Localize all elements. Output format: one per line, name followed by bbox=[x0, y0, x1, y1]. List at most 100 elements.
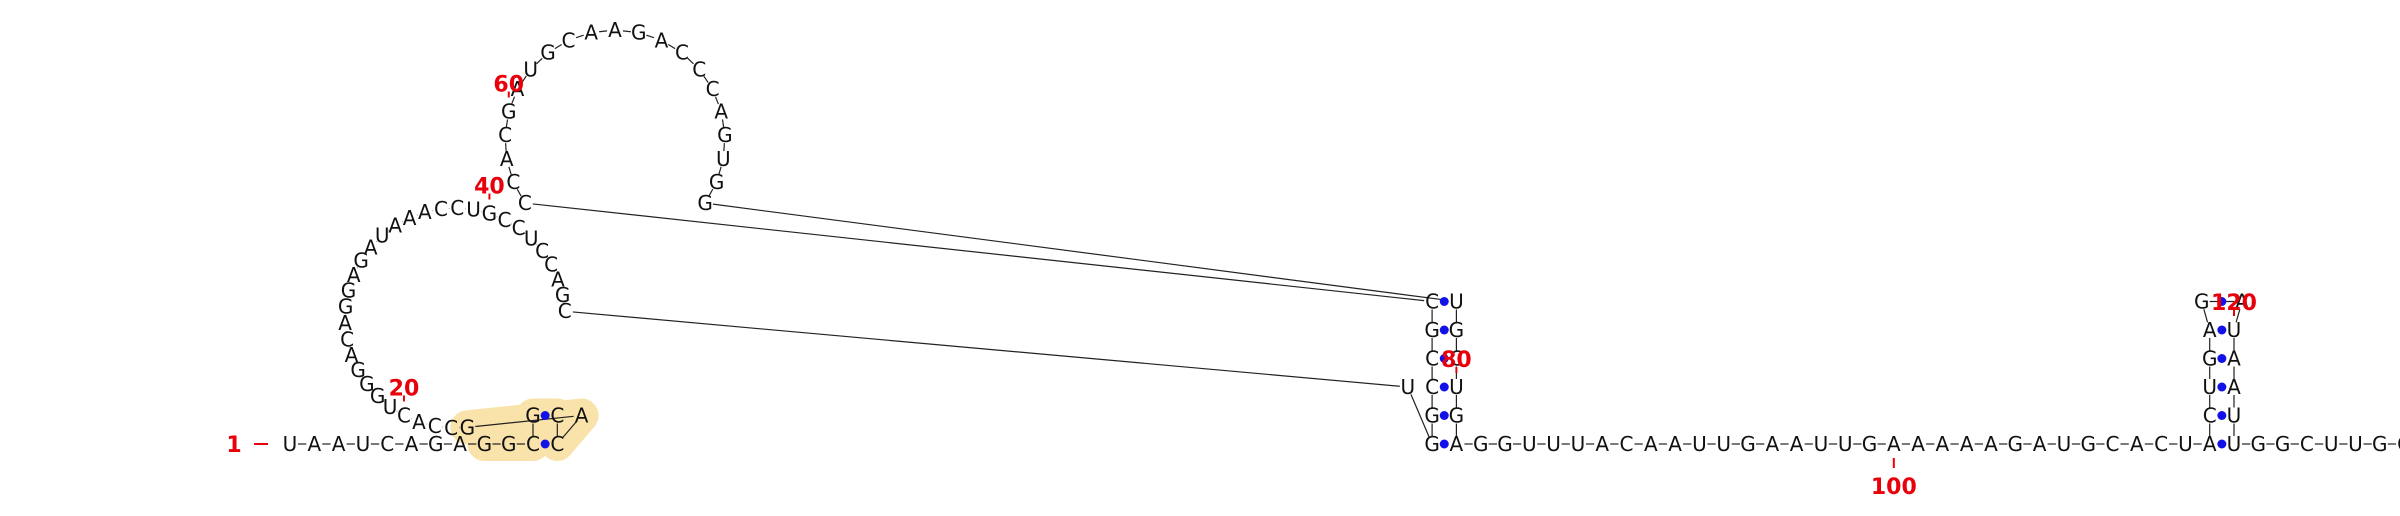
nucleotide: C bbox=[526, 432, 540, 456]
nucleotide: A bbox=[1936, 432, 1950, 456]
nucleotide: G bbox=[370, 384, 386, 408]
base-pair-bond bbox=[1439, 297, 1449, 306]
nucleotide: G bbox=[428, 432, 444, 456]
nucleotide: U bbox=[283, 432, 298, 456]
nucleotide: G bbox=[717, 123, 733, 147]
nucleotide: G bbox=[2194, 290, 2210, 314]
nucleotide: G bbox=[525, 404, 541, 428]
nucleotide: U bbox=[716, 147, 731, 171]
nucleotide: U bbox=[383, 395, 398, 419]
nucleotide: C bbox=[1425, 290, 1439, 314]
nucleotide: A bbox=[307, 432, 321, 456]
backbone-link bbox=[505, 119, 509, 128]
nucleotide: A bbox=[2227, 347, 2241, 371]
nucleotide: U bbox=[2348, 432, 2363, 456]
start-position-label: 1 bbox=[226, 433, 241, 458]
position-label: 100 bbox=[1871, 475, 1917, 500]
base-pair-bond bbox=[540, 439, 550, 449]
nucleotide: A bbox=[453, 432, 467, 456]
nucleotide: A bbox=[332, 432, 346, 456]
nucleotide: A bbox=[403, 206, 417, 230]
nucleotide: G bbox=[2080, 432, 2096, 456]
nucleotide: A bbox=[1911, 432, 1925, 456]
nucleotide: U bbox=[1400, 375, 1415, 399]
nucleotide: C bbox=[562, 28, 576, 52]
backbone-link bbox=[723, 143, 725, 152]
nucleotide: C bbox=[550, 432, 564, 456]
nucleotide: C bbox=[706, 77, 720, 101]
backbone-link bbox=[708, 188, 714, 197]
nucleotide: C bbox=[1425, 375, 1439, 399]
nucleotide: A bbox=[1644, 432, 1658, 456]
backbone-link bbox=[532, 203, 1425, 302]
position-label: 60 bbox=[493, 73, 524, 98]
nucleotide: G bbox=[359, 372, 375, 396]
backbone-link bbox=[511, 96, 516, 105]
nucleotide: G bbox=[1424, 432, 1440, 456]
nucleotide: G bbox=[697, 191, 713, 215]
nucleotide: A bbox=[345, 343, 359, 367]
nucleotide: C bbox=[518, 191, 532, 215]
nucleotide: U bbox=[524, 227, 539, 251]
nucleotide: A bbox=[412, 410, 426, 434]
nucleotide: G bbox=[555, 283, 571, 307]
nucleotide: C bbox=[544, 252, 558, 276]
nucleotide: A bbox=[500, 147, 514, 171]
nucleotide: C bbox=[450, 196, 464, 220]
nucleotide: C bbox=[2154, 432, 2168, 456]
nucleotide: G bbox=[2251, 432, 2267, 456]
nucleotide: G bbox=[477, 432, 493, 456]
nucleotide: A bbox=[608, 18, 622, 42]
nucleotide: C bbox=[498, 208, 512, 232]
nucleotide: G bbox=[1497, 432, 1513, 456]
nucleotide: U bbox=[1449, 290, 1464, 314]
backbone-link bbox=[668, 43, 676, 50]
nucleotide: A bbox=[418, 200, 432, 224]
nucleotide: G bbox=[341, 279, 357, 303]
nucleotide: A bbox=[2235, 290, 2249, 314]
nucleotide: G bbox=[350, 358, 366, 382]
nucleotide: C bbox=[2300, 432, 2314, 456]
nucleotide: G bbox=[1424, 318, 1440, 342]
backbone-link bbox=[714, 96, 719, 105]
nucleotide: G bbox=[540, 41, 556, 65]
backbone-link bbox=[2235, 309, 2241, 323]
position-label: 20 bbox=[389, 376, 420, 401]
nucleotide: G bbox=[338, 295, 354, 319]
nucleotide: U bbox=[466, 198, 481, 222]
nucleotide: A bbox=[2227, 375, 2241, 399]
nucleotide: U bbox=[375, 224, 390, 248]
nucleotide: C bbox=[1425, 347, 1439, 371]
nucleotide: C bbox=[1449, 347, 1463, 371]
nucleotide: U bbox=[1449, 375, 1464, 399]
backbone-link bbox=[572, 311, 1400, 387]
nucleotide: C bbox=[512, 216, 526, 240]
base-pair-bond bbox=[1439, 411, 1449, 420]
nucleotide: A bbox=[388, 214, 402, 238]
nucleotide: C bbox=[506, 170, 520, 194]
nucleotide: A bbox=[2130, 432, 2144, 456]
nucleotide: C bbox=[535, 239, 549, 263]
backbone-link bbox=[508, 166, 512, 175]
nucleotide: U bbox=[2227, 432, 2242, 456]
nucleotide: A bbox=[551, 267, 565, 291]
backbone-link bbox=[687, 57, 694, 65]
nucleotide: C bbox=[692, 57, 706, 81]
nucleotide: C bbox=[550, 404, 564, 428]
nucleotide: A bbox=[2203, 318, 2217, 342]
backbone-link bbox=[599, 30, 608, 33]
nucleotide: U bbox=[1838, 432, 1853, 456]
nucleotide: U bbox=[1692, 432, 1707, 456]
base-pair-bond bbox=[1439, 439, 1449, 449]
nucleotide: G bbox=[501, 432, 517, 456]
nucleotide: C bbox=[428, 414, 442, 438]
nucleotide: G bbox=[501, 100, 517, 124]
backbone-link bbox=[646, 34, 655, 39]
nucleotide: C bbox=[397, 403, 411, 427]
nucleotide: U bbox=[2057, 432, 2072, 456]
nucleotide: G bbox=[1449, 318, 1465, 342]
nucleotide: A bbox=[364, 235, 378, 259]
